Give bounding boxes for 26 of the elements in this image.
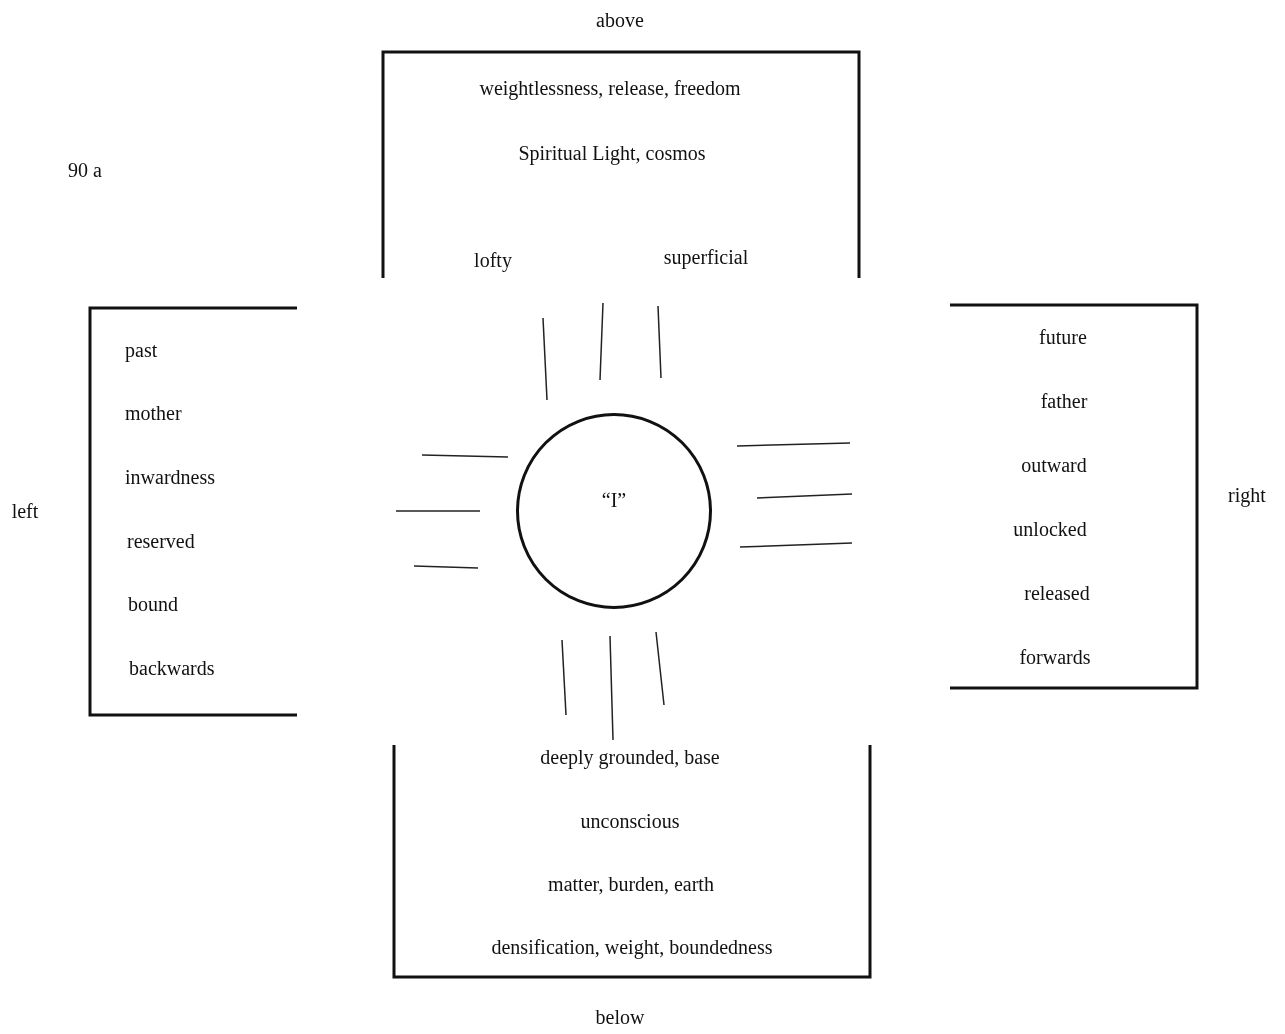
node-text: mother: [125, 402, 182, 424]
node-text: forwards: [1019, 646, 1091, 668]
node-text: matter, burden, earth: [548, 873, 714, 895]
node-text: Spiritual Light, cosmos: [518, 142, 706, 164]
figure-number: 90 a: [68, 159, 102, 181]
node-text: weightlessness, release, freedom: [479, 77, 741, 99]
node-text: future: [1039, 326, 1087, 348]
node-text: unlocked: [1013, 518, 1087, 540]
direction-label: below: [595, 1006, 645, 1028]
node-text: reserved: [127, 530, 195, 552]
node-text: father: [1040, 390, 1088, 412]
node-text: past: [125, 339, 158, 361]
node-text: densification, weight, boundedness: [491, 936, 773, 958]
node-text: “I”: [601, 489, 627, 511]
direction-label: left: [11, 500, 39, 522]
node-text: outward: [1021, 454, 1087, 476]
node-text: released: [1024, 582, 1090, 604]
node-text: backwards: [129, 657, 215, 679]
direction-label: above: [596, 9, 644, 31]
node-text: lofty: [474, 249, 512, 271]
direction-label: right: [1228, 484, 1266, 506]
node-text: superficial: [663, 246, 749, 268]
node-text: bound: [128, 593, 178, 615]
node-text: unconscious: [580, 810, 680, 832]
node-text: deeply grounded, base: [540, 746, 720, 768]
node-text: inwardness: [125, 466, 215, 488]
